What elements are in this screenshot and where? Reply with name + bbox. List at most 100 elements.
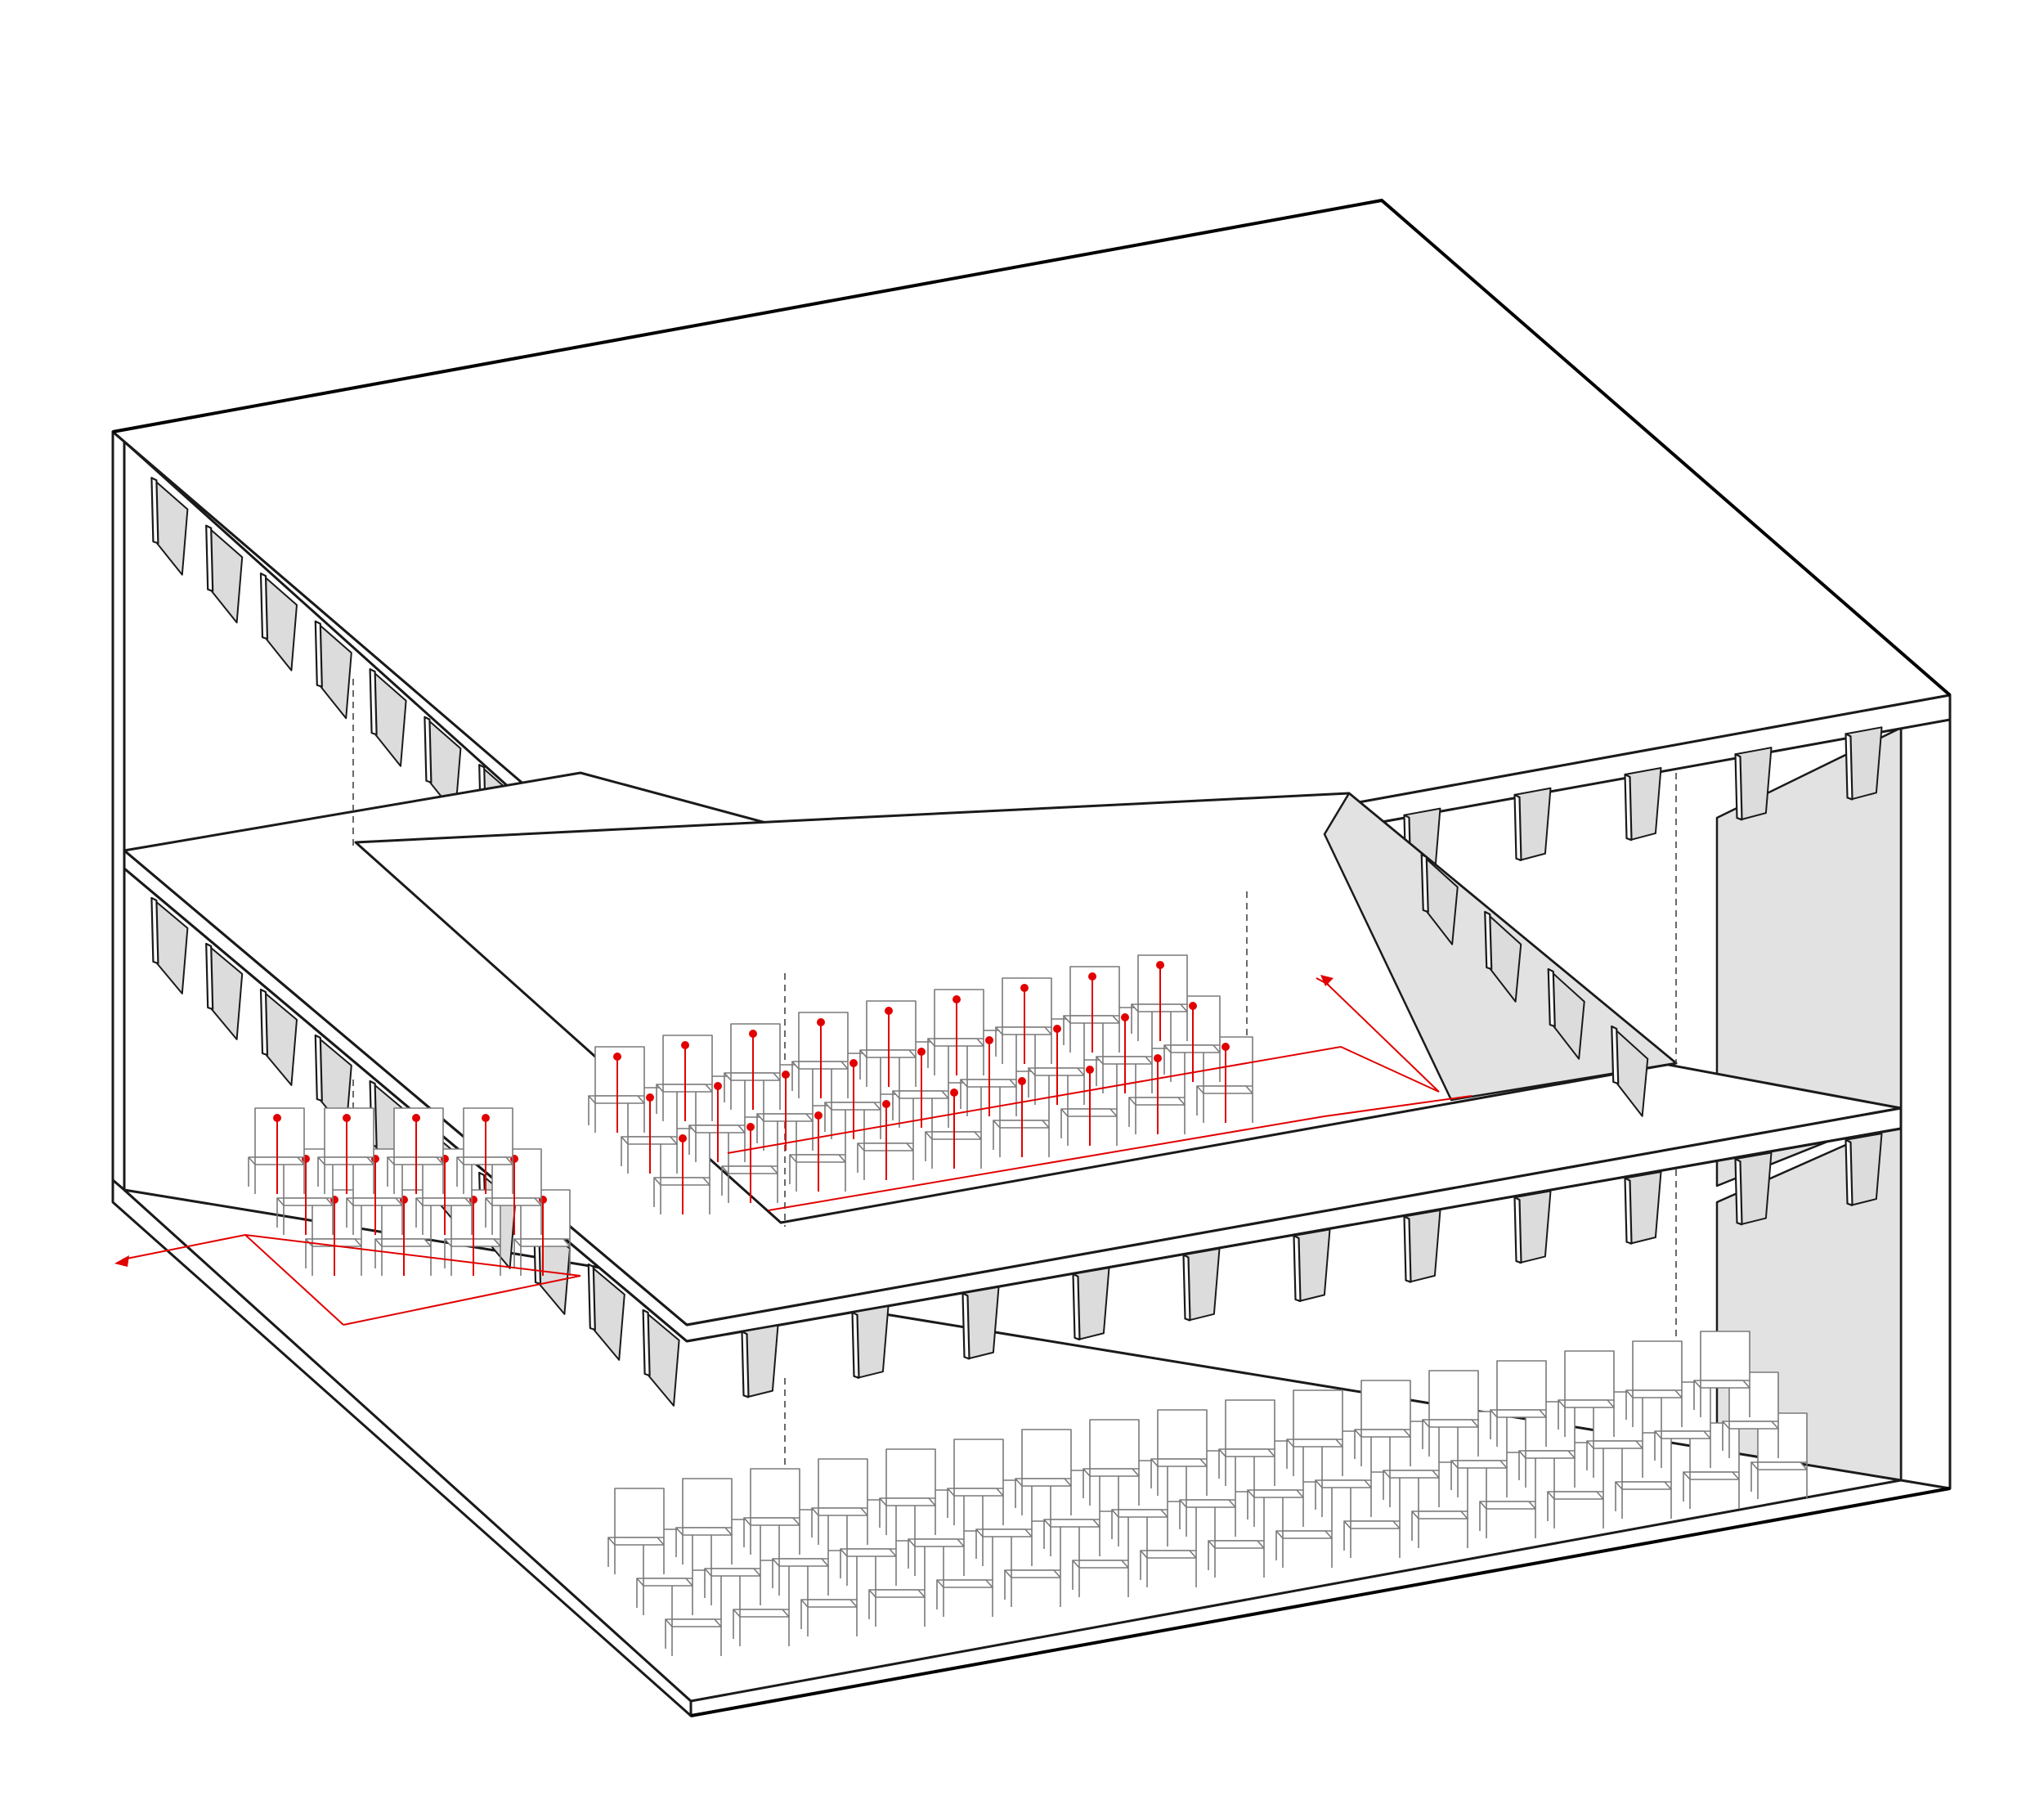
chair-seat — [947, 1488, 1004, 1497]
chair-back — [1225, 1399, 1275, 1450]
chair-seat — [936, 1579, 993, 1588]
chair-seat — [1208, 1540, 1265, 1549]
chair-seat — [1722, 1421, 1779, 1430]
chair-back — [1661, 1381, 1711, 1432]
chair-seat — [868, 1589, 926, 1598]
chair-back — [1632, 1340, 1683, 1391]
rib-face — [205, 524, 214, 592]
middle-ribs-front — [741, 1133, 1883, 1398]
rib-face — [1734, 1158, 1743, 1226]
chair-seat — [1111, 1509, 1168, 1518]
chair-back — [1360, 1380, 1411, 1430]
chair-seat — [1218, 1448, 1275, 1457]
chair-seat — [1083, 1468, 1140, 1477]
chair-seat — [1422, 1419, 1479, 1428]
rib-face — [205, 942, 214, 1011]
rib-face — [851, 1311, 860, 1379]
lower-seating — [607, 1331, 1808, 1656]
ventilation-upper — [727, 975, 1472, 1211]
chair-seat — [1150, 1458, 1208, 1467]
chair-seat — [1625, 1389, 1683, 1398]
rib-face — [587, 1263, 596, 1331]
rib-face — [1734, 753, 1743, 821]
chair-back — [1700, 1331, 1750, 1381]
chair-back — [982, 1479, 1033, 1530]
rib-face — [1484, 910, 1493, 971]
rib-face — [741, 1331, 750, 1398]
chair-seat — [1015, 1478, 1072, 1487]
chair-seat — [840, 1548, 897, 1557]
chair-seat — [1450, 1460, 1508, 1469]
chair-seat — [607, 1537, 665, 1546]
chair-seat — [704, 1568, 761, 1577]
chair-seat — [1179, 1499, 1236, 1508]
rib-face — [1513, 1196, 1522, 1264]
rib-face — [1072, 1273, 1081, 1341]
rib-face — [1182, 1254, 1191, 1322]
chair-seat — [733, 1609, 790, 1618]
chair-seat — [1275, 1530, 1333, 1539]
chair-seat — [1383, 1470, 1440, 1479]
chair-seat — [1140, 1550, 1197, 1559]
chair-seat — [1043, 1519, 1100, 1528]
chair-back — [1157, 1409, 1208, 1460]
chair-seat — [1547, 1491, 1604, 1500]
chair-seat — [1693, 1380, 1750, 1389]
chair-back — [614, 1488, 665, 1538]
chair-seat — [1615, 1481, 1672, 1490]
rib-face — [1513, 793, 1522, 861]
chair-seat — [800, 1599, 858, 1608]
chair-seat — [975, 1528, 1033, 1537]
chair-back — [953, 1439, 1004, 1489]
chair-back — [1069, 966, 1120, 1017]
chair-back — [1564, 1350, 1615, 1401]
chair-seat — [1004, 1569, 1061, 1578]
rib-face — [1611, 1025, 1620, 1085]
rib-face — [1845, 1138, 1853, 1206]
chair-seat — [1518, 1450, 1576, 1459]
chair-seat — [1750, 1461, 1808, 1470]
rib-face — [1420, 853, 1429, 913]
rib-face — [314, 1034, 323, 1102]
rib-face — [369, 668, 378, 736]
chair-back — [1428, 1370, 1479, 1421]
rib-face — [1403, 1215, 1412, 1283]
ventilation-balcony — [114, 1233, 581, 1326]
rib-face — [314, 620, 323, 688]
chair-seat — [1654, 1430, 1711, 1439]
rib-face — [150, 477, 159, 545]
chair-seat — [1354, 1429, 1411, 1438]
rib-face — [642, 1308, 651, 1377]
rib-face — [424, 716, 433, 783]
exhaust-left-arrow-icon — [114, 1255, 129, 1267]
chair-seat — [1411, 1510, 1468, 1519]
chair-seat — [1343, 1520, 1401, 1529]
chair-seat — [665, 1618, 722, 1627]
supply-right-arrow-icon — [1320, 975, 1334, 986]
chair-back — [1002, 977, 1052, 1028]
chair-seat — [1072, 1560, 1129, 1569]
chair-back — [1293, 1389, 1343, 1440]
rib-face — [1624, 773, 1633, 842]
chair-seat — [1247, 1489, 1304, 1498]
rib-face — [1624, 1177, 1633, 1245]
chair-back — [885, 1448, 936, 1499]
chair-seat — [743, 1517, 800, 1526]
chair-back — [818, 1458, 868, 1509]
chair-back — [750, 1468, 800, 1519]
chair-seat — [1315, 1479, 1372, 1488]
rib-face — [259, 572, 269, 640]
void-ribs — [1420, 853, 1649, 1117]
chair-seat — [1286, 1439, 1343, 1448]
chair-seat — [811, 1507, 868, 1516]
chair-seat — [1586, 1440, 1643, 1449]
rib-face — [1845, 733, 1853, 801]
chair-seat — [1683, 1471, 1740, 1480]
chair-back — [682, 1478, 733, 1528]
rib-face — [1547, 967, 1556, 1028]
chair-seat — [879, 1497, 936, 1506]
rib-face — [150, 896, 159, 965]
chair-back — [1496, 1360, 1547, 1411]
rib-face — [259, 988, 269, 1057]
